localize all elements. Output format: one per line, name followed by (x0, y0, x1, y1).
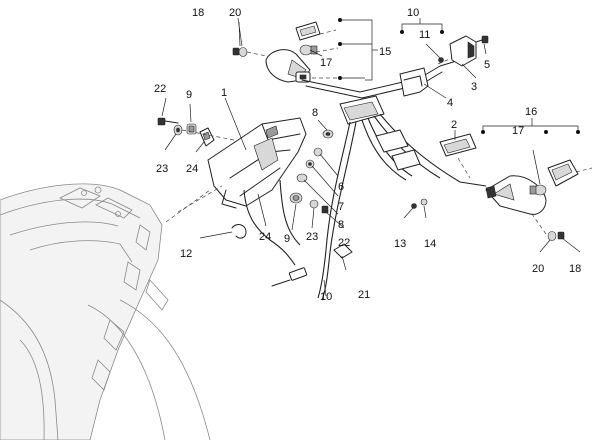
callout-2[interactable]: 2 (451, 119, 457, 131)
callout-22-left[interactable]: 22 (154, 83, 166, 95)
callout-8-upper[interactable]: 8 (312, 107, 318, 119)
screw-22-lower[interactable] (321, 205, 329, 214)
callout-22-lower[interactable]: 22 (338, 237, 350, 249)
callout-9-left[interactable]: 9 (186, 89, 192, 101)
group-bracket-10-top (400, 18, 444, 34)
left-turn-indicator[interactable] (265, 49, 311, 83)
callout-23-left[interactable]: 23 (156, 163, 168, 175)
screw-18-right[interactable] (557, 231, 565, 240)
screw-13[interactable] (411, 203, 417, 209)
callout-20-right[interactable]: 20 (532, 263, 544, 275)
callout-12[interactable]: 12 (180, 248, 192, 260)
grommet-9-lower[interactable] (289, 192, 303, 204)
grommet-8-upper[interactable] (322, 129, 334, 139)
callout-18-right[interactable]: 18 (569, 263, 581, 275)
harness-connector[interactable] (271, 267, 308, 287)
license-plate-holder[interactable] (207, 117, 307, 209)
reflector[interactable] (439, 133, 477, 157)
bracket-4[interactable] (399, 67, 429, 97)
plate-light-wire (243, 189, 296, 266)
callout-10-bottom[interactable]: 10 (320, 291, 332, 303)
spring-clip[interactable] (231, 224, 247, 239)
washer-20-right[interactable] (547, 231, 557, 241)
bulb-17-left[interactable] (299, 44, 318, 56)
grommet-8-lower[interactable] (296, 173, 308, 183)
screw-18-top[interactable] (232, 47, 240, 56)
callout-4[interactable]: 4 (447, 97, 453, 109)
connector-block[interactable] (375, 129, 421, 171)
callout-1[interactable]: 1 (221, 87, 227, 99)
nut-14[interactable] (420, 198, 428, 206)
callout-5[interactable]: 5 (484, 59, 490, 71)
grommet-9-left[interactable] (186, 123, 197, 135)
left-lens[interactable] (295, 21, 321, 41)
callout-24-left[interactable]: 24 (186, 163, 198, 175)
rear-frame (0, 183, 211, 440)
washer-23-left[interactable] (173, 124, 183, 136)
screw-22-left[interactable] (157, 117, 179, 126)
clip-nut-24-left[interactable] (199, 127, 215, 147)
callout-7[interactable]: 7 (338, 201, 344, 213)
callout-23-lower[interactable]: 23 (306, 231, 318, 243)
junction-box[interactable] (339, 95, 385, 125)
callout-13[interactable]: 13 (394, 238, 406, 250)
wire-clip-21[interactable] (333, 243, 353, 259)
callout-24-lower[interactable]: 24 (259, 231, 271, 243)
callout-21[interactable]: 21 (358, 289, 370, 301)
callout-8-lower[interactable]: 8 (338, 219, 344, 231)
connector-3[interactable] (449, 35, 477, 67)
washer-20-top[interactable] (238, 47, 248, 57)
right-lens[interactable] (547, 159, 579, 187)
leader-lines (161, 17, 581, 297)
callout-16[interactable]: 16 (525, 106, 537, 118)
callout-11[interactable]: 11 (419, 29, 430, 41)
callout-17-right[interactable]: 17 (512, 125, 524, 137)
screw-11[interactable] (438, 57, 444, 63)
right-turn-indicator[interactable] (485, 175, 547, 215)
callout-14[interactable]: 14 (424, 238, 436, 250)
bulb-17-right[interactable] (529, 184, 547, 196)
group-bracket-16 (481, 118, 580, 134)
callout-18-top[interactable]: 18 (192, 7, 204, 19)
callout-20-top[interactable]: 20 (229, 7, 241, 19)
callout-6[interactable]: 6 (338, 181, 344, 193)
callout-10-top[interactable]: 10 (407, 7, 419, 19)
callout-3[interactable]: 3 (471, 81, 477, 93)
callout-15[interactable]: 15 (379, 46, 391, 58)
screw-5[interactable] (475, 35, 489, 44)
group-bracket-15 (338, 18, 378, 81)
callout-17-left[interactable]: 17 (320, 57, 332, 69)
washer-23-lower[interactable] (309, 199, 319, 209)
callout-9-lower[interactable]: 9 (284, 233, 290, 245)
main-harness (317, 113, 487, 301)
